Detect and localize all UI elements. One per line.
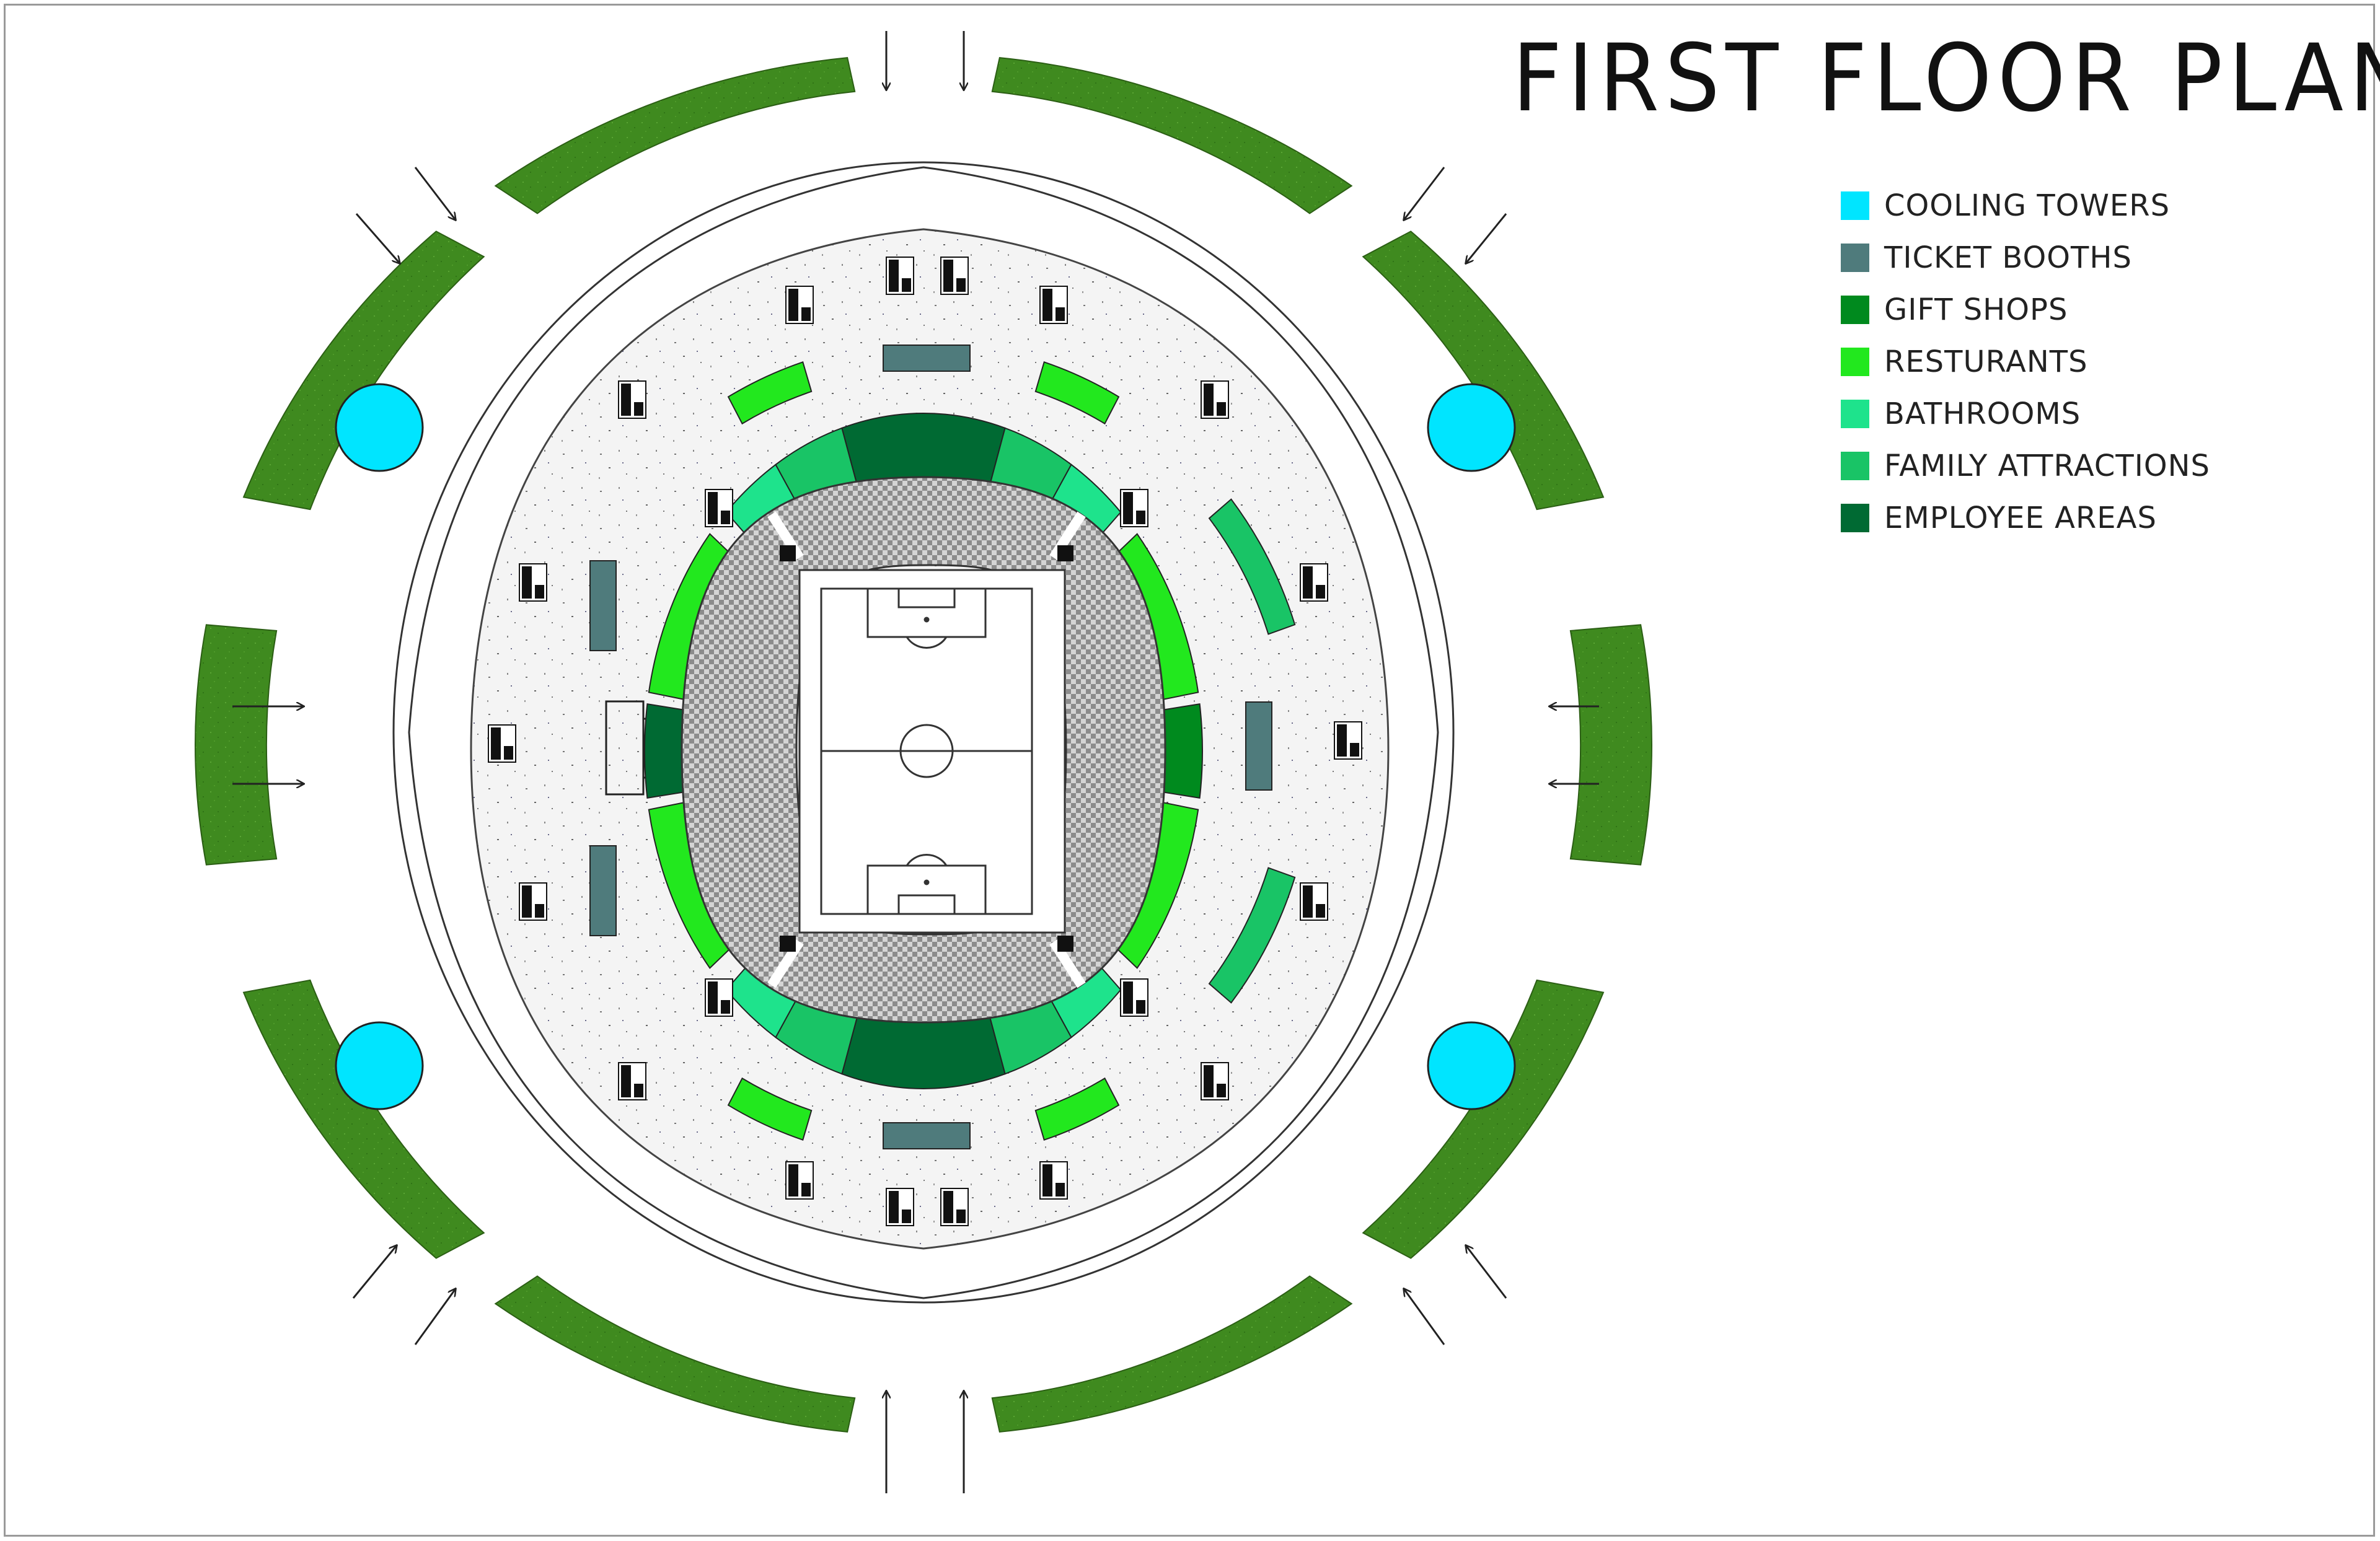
kiosk-block <box>727 1077 813 1141</box>
restroom-stall-icon <box>618 1062 646 1100</box>
legend-swatch <box>1841 452 1869 480</box>
inner-road-edge <box>408 166 1439 1299</box>
legend-item-ticket-booths: TICKET BOOTHS <box>1841 232 2210 284</box>
restroom-stall-icon <box>705 978 733 1017</box>
soccer-field <box>798 569 1066 934</box>
cooling-tower-nw <box>335 383 424 472</box>
grass-segment <box>1362 230 1605 511</box>
restroom-stall-icon <box>1201 380 1229 419</box>
legend-swatch <box>1841 400 1869 428</box>
kiosk-block <box>1034 361 1120 425</box>
outer-road-edge <box>392 161 1455 1304</box>
entry-arrow-icon <box>1466 1245 1507 1299</box>
restroom-stall-icon <box>488 724 516 763</box>
legend-swatch <box>1841 504 1869 532</box>
entry-arrow-icon <box>1404 167 1445 220</box>
entry-arrow-icon <box>355 213 400 263</box>
legend-item-bathrooms: BATHROOMS <box>1841 388 2210 440</box>
entry-arrow-icon <box>1466 213 1507 263</box>
grass-segment <box>242 979 485 1259</box>
legend-swatch <box>1841 244 1869 272</box>
restroom-stall-icon <box>785 1161 814 1200</box>
legend-label: GIFT SHOPS <box>1884 292 2068 327</box>
restroom-stall-icon <box>519 882 547 921</box>
legend-item-family-attractions: FAMILY ATTRACTIONS <box>1841 440 2210 492</box>
restroom-stall-icon <box>940 1188 969 1226</box>
grass-segment <box>991 1275 1353 1433</box>
grass-segment <box>1569 624 1652 866</box>
restroom-stall-icon <box>1300 882 1328 921</box>
restroom-stall-icon <box>785 286 814 324</box>
restroom-stall-icon <box>1120 489 1148 527</box>
grass-segment <box>494 1275 856 1433</box>
legend-swatch <box>1841 296 1869 324</box>
legend-label: COOLING TOWERS <box>1884 188 2171 223</box>
legend-swatch <box>1841 191 1869 220</box>
ticket-booth-north <box>883 345 971 372</box>
vomitory-blocks <box>780 545 1073 952</box>
ticket-booth-west-lower <box>589 845 617 936</box>
restroom-stall-icon <box>705 489 733 527</box>
entry-arrow-icon <box>352 1245 397 1299</box>
restroom-stall-icon <box>1039 1161 1068 1200</box>
legend-label: TICKET BOOTHS <box>1884 240 2132 275</box>
legend-swatch <box>1841 348 1869 376</box>
restroom-stall-icon <box>886 1188 914 1226</box>
grass-segment <box>991 57 1353 214</box>
restroom-stall-icon <box>1334 721 1362 760</box>
restroom-stall-icon <box>940 257 969 295</box>
restroom-stall-icon <box>1039 286 1068 324</box>
kiosk-block <box>1208 498 1296 635</box>
center-circle-icon <box>899 724 954 778</box>
kiosk-block <box>1034 1077 1120 1141</box>
kiosk-block <box>727 361 813 425</box>
restroom-stall-icon <box>519 563 547 602</box>
restroom-stall-icon <box>1300 563 1328 602</box>
legend: COOLING TOWERS TICKET BOOTHS GIFT SHOPS … <box>1841 180 2210 544</box>
legend-label: RESTURANTS <box>1884 345 2088 379</box>
ticket-booths <box>589 345 1272 1149</box>
legend-label: BATHROOMS <box>1884 397 2081 431</box>
landscape-grass-ring <box>195 57 1652 1433</box>
restroom-stall-icon <box>618 380 646 419</box>
entry-arrow-icon <box>1404 1289 1445 1345</box>
legend-item-resturants: RESTURANTS <box>1841 336 2210 388</box>
legend-label: EMPLOYEE AREAS <box>1884 501 2157 535</box>
kiosk-block <box>1208 867 1296 1004</box>
cooling-tower-ne <box>1427 383 1516 472</box>
ticket-booth-south <box>883 1122 971 1149</box>
ticket-booth-east <box>1245 701 1272 791</box>
grass-segment <box>195 624 278 866</box>
legend-label: FAMILY ATTRACTIONS <box>1884 449 2211 483</box>
restroom-stall-icon <box>1120 978 1148 1017</box>
legend-item-employee-areas: EMPLOYEE AREAS <box>1841 492 2210 544</box>
page-title: FIRST FLOOR PLAN <box>1512 25 2380 133</box>
grass-segment <box>494 57 856 214</box>
cooling-tower-sw <box>335 1021 424 1110</box>
restroom-stalls <box>488 257 1362 1226</box>
restroom-stall-icon <box>886 257 914 295</box>
entry-arrow-icon <box>414 167 456 220</box>
grass-segment <box>1362 979 1605 1259</box>
ticket-booth-west-upper <box>589 560 617 651</box>
entry-arrow-icon <box>414 1289 456 1345</box>
cooling-towers <box>335 383 1516 1110</box>
cooling-tower-se <box>1427 1021 1516 1110</box>
entry-arrows <box>232 31 1599 1493</box>
legend-item-cooling-towers: COOLING TOWERS <box>1841 180 2210 232</box>
legend-item-gift-shops: GIFT SHOPS <box>1841 284 2210 336</box>
restroom-stall-icon <box>1201 1062 1229 1100</box>
